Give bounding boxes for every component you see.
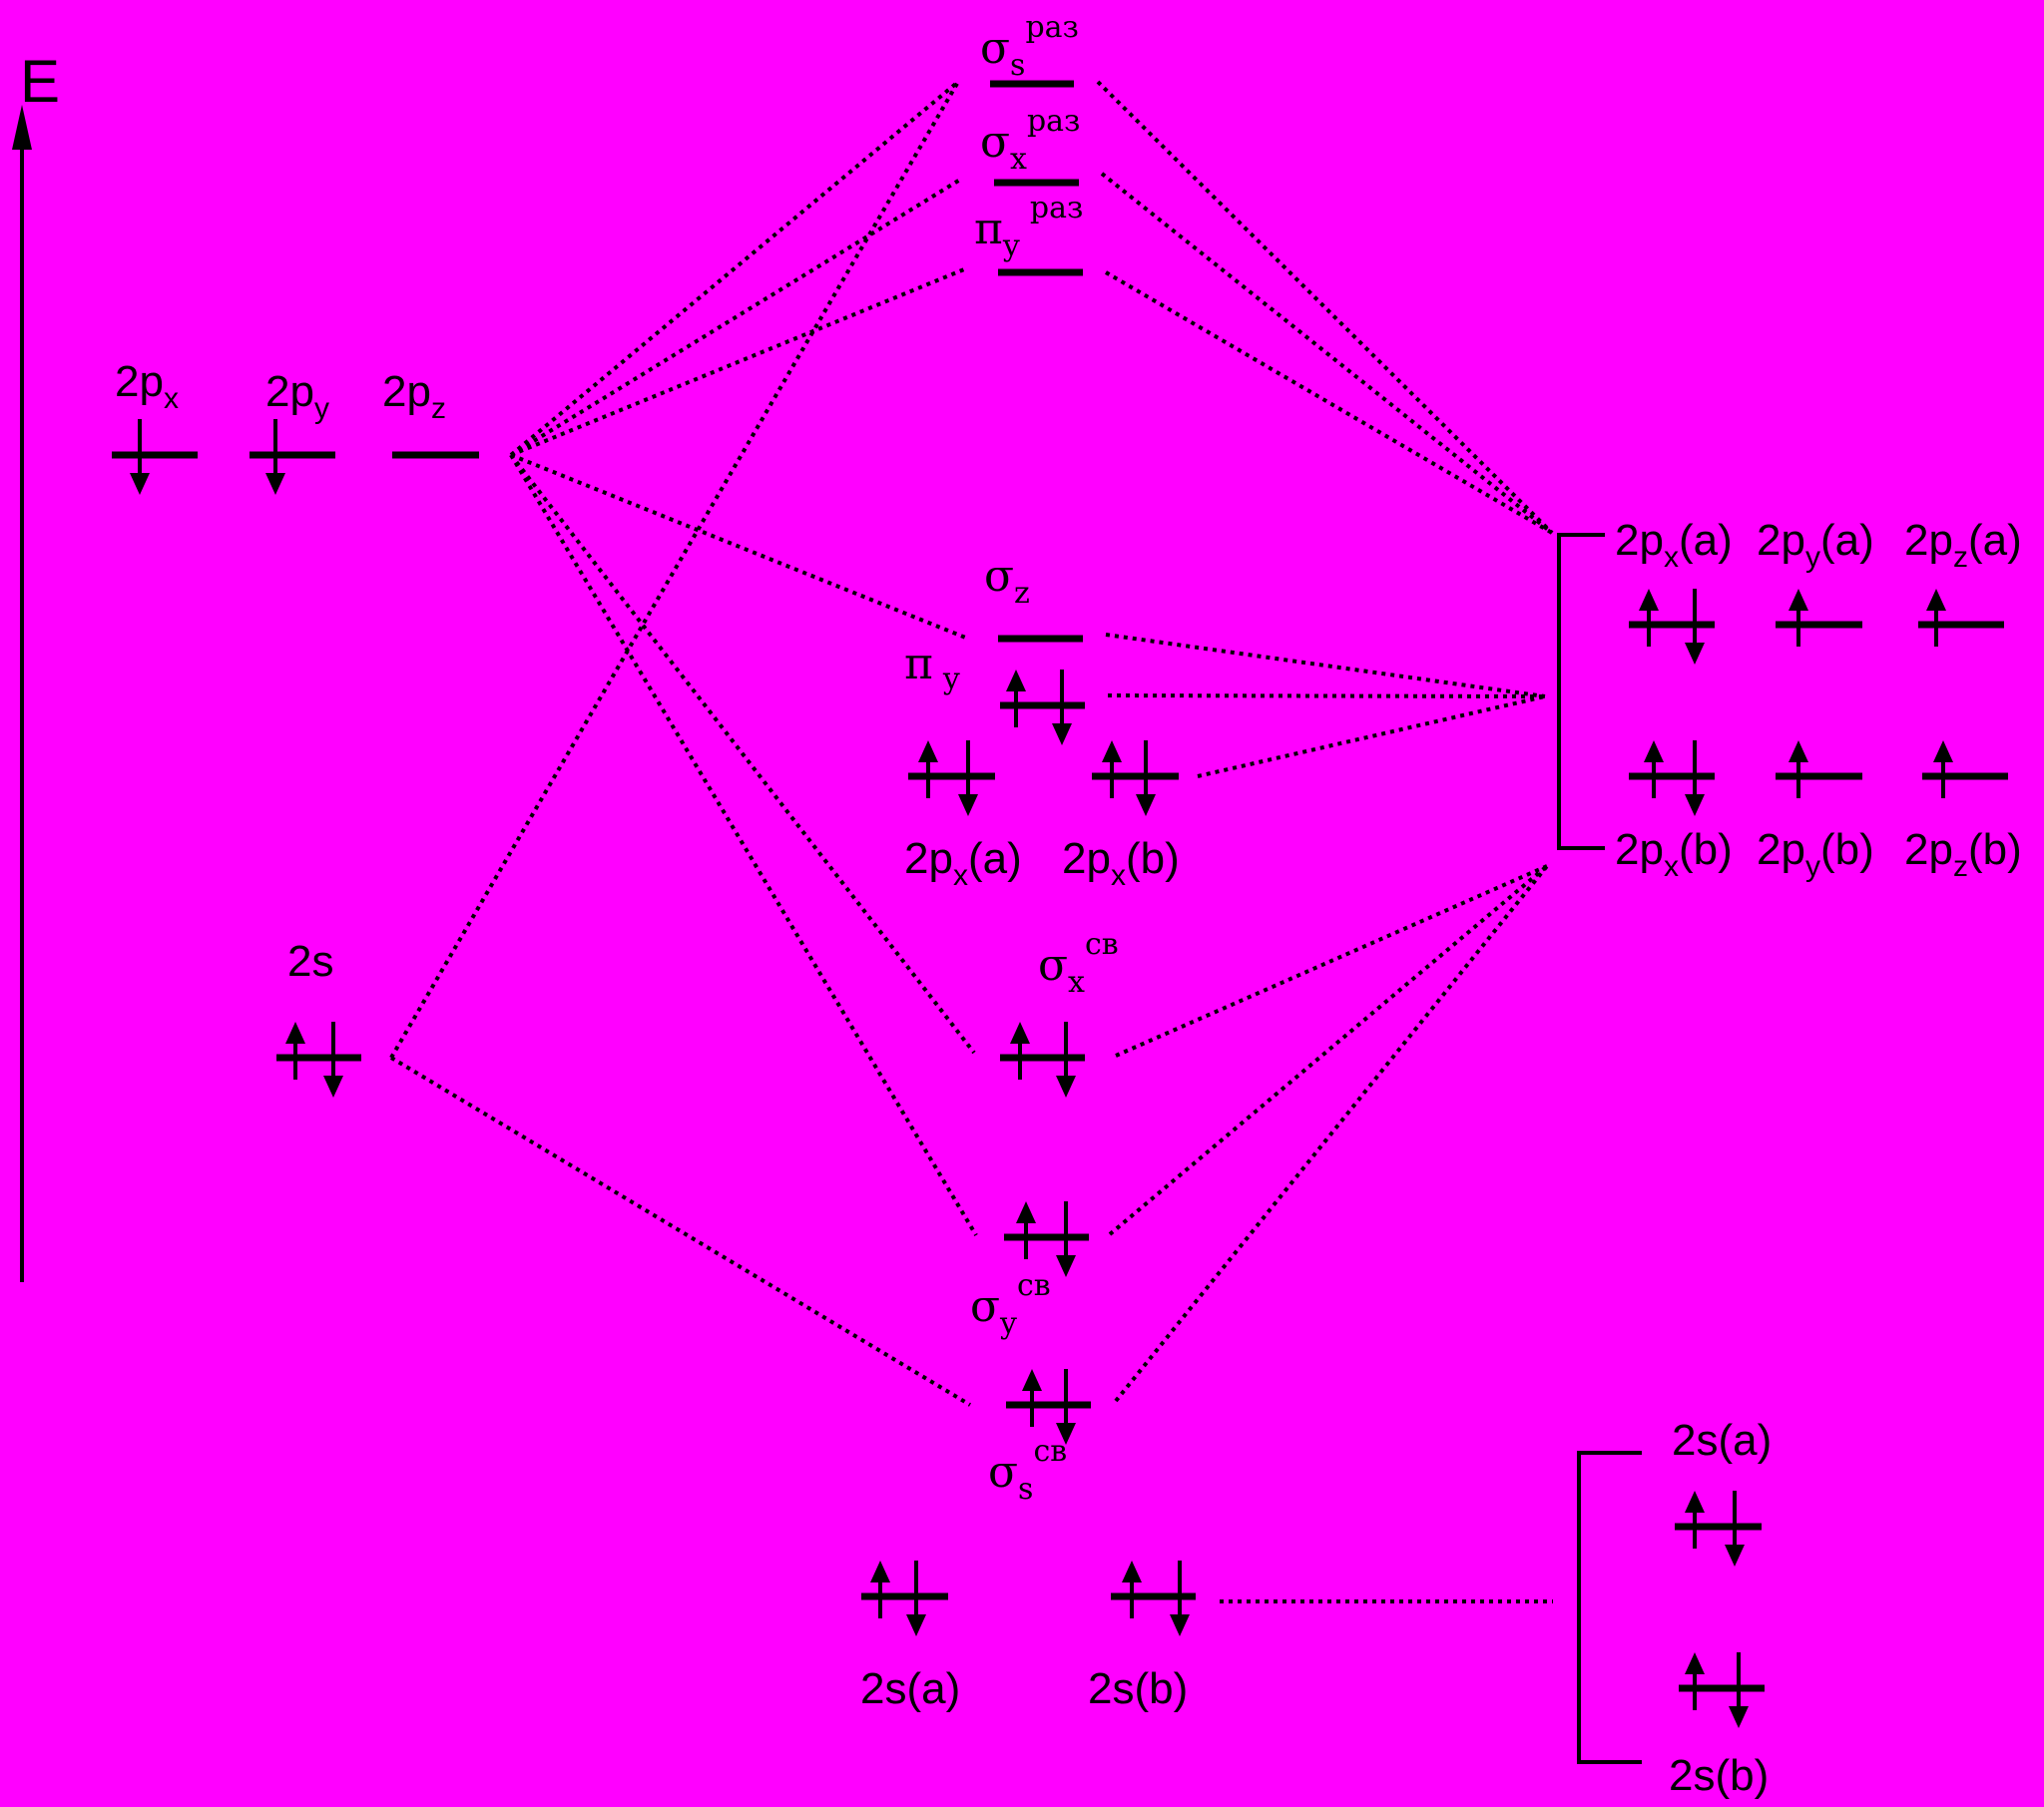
- electron-spins: [130, 419, 1953, 1728]
- right-top-labels: 2px(a) 2py(a) 2pz(a): [1615, 516, 2022, 574]
- spin-down-2px-b-mid: [1136, 740, 1156, 816]
- spin-up-sigma-s-bond: [1022, 1369, 1042, 1427]
- spin-down-2s-b-right: [1729, 1652, 1749, 1728]
- spin-up-2px-a-right: [1639, 589, 1659, 647]
- spin-down-2py-left: [265, 419, 285, 495]
- correlation-lines: [389, 80, 1554, 1603]
- spin-up-2s-left: [285, 1022, 305, 1080]
- spin-up-2pz-a-right: [1926, 589, 1946, 647]
- spin-down-2s-a-right: [1725, 1491, 1745, 1567]
- spin-up-2s-b-right: [1685, 1652, 1705, 1710]
- label-sigma-s-star: σsраз: [980, 10, 1079, 83]
- label-2s-a-mid: 2s(a): [860, 1664, 960, 1713]
- label-pi-y-star: πyраз: [974, 191, 1083, 263]
- label-2px-left: 2px: [115, 357, 179, 415]
- bracket-2s: [1577, 1451, 1642, 1764]
- label-sigma-x-star: σxраз: [980, 104, 1080, 177]
- spin-up-2pz-b-right: [1933, 740, 1953, 798]
- spin-up-sigma-y-bond: [1016, 1201, 1036, 1259]
- spin-down-2s-a-mid: [906, 1561, 926, 1636]
- spin-down-2s-left: [323, 1022, 343, 1098]
- spin-up-2s-a-right: [1685, 1491, 1705, 1549]
- label-2px-a-right: 2px(a): [1615, 516, 1733, 574]
- label-2py-a-right: 2py(a): [1757, 516, 1874, 574]
- antibonding-levels: σsраз σxраз πyраз: [974, 10, 1083, 276]
- energy-axis-label: E: [20, 48, 60, 115]
- spin-down-2px-left: [130, 419, 150, 495]
- label-sigma-z: σz: [984, 551, 1030, 611]
- spin-up-2s-a-mid: [870, 1561, 890, 1618]
- label-2px-b-right: 2px(b): [1615, 825, 1733, 883]
- spin-up-2py-a-right: [1788, 589, 1808, 647]
- spin-up-2py-b-right: [1788, 740, 1808, 798]
- spin-up-sigma-x-bond: [1010, 1022, 1030, 1080]
- label-2s-b-right: 2s(b): [1669, 1751, 1769, 1800]
- energy-axis: E: [12, 48, 60, 1282]
- bracket-2p: [1557, 533, 1605, 850]
- spin-up-sigma-z: [1006, 670, 1026, 727]
- spin-down-sigma-x-bond: [1056, 1022, 1076, 1098]
- right-bottom-labels: 2px(b) 2py(b) 2pz(b): [1615, 825, 2022, 883]
- spin-up-2px-b-right: [1644, 740, 1664, 798]
- atom-a-2s-level: 2s: [276, 937, 361, 1062]
- right-brackets: [1557, 533, 1642, 1764]
- spin-down-2s-b-mid: [1170, 1561, 1190, 1636]
- spin-down-2px-b-right: [1685, 740, 1705, 816]
- spin-up-2s-b-mid: [1122, 1561, 1142, 1618]
- label-sigma-x-bond: σxсв: [1038, 927, 1119, 1000]
- spin-down-2px-a-right: [1685, 589, 1705, 665]
- label-2s-left: 2s: [287, 937, 333, 986]
- label-sigma-y-bond: σyсв: [970, 1268, 1051, 1341]
- label-sigma-s-bond: σsсв: [988, 1434, 1067, 1507]
- label-2s-b-mid: 2s(b): [1088, 1664, 1188, 1713]
- spin-down-2px-a-mid: [958, 740, 978, 816]
- spin-down-pi-y: [1052, 670, 1072, 745]
- spin-up-2px-b-mid: [1102, 740, 1122, 798]
- label-2s-a-right: 2s(a): [1672, 1416, 1772, 1465]
- spin-up-2px-a-mid: [918, 740, 938, 798]
- label-2px-b-mid: 2px(b): [1062, 834, 1180, 892]
- label-2py-b-right: 2py(b): [1757, 825, 1874, 883]
- label-2px-a-mid: 2px(a): [904, 834, 1022, 892]
- right-levels: 2px(a) 2py(a) 2pz(a) 2px(b) 2py(b) 2pz(b…: [1615, 516, 2022, 1800]
- label-2pz-left: 2pz: [382, 367, 446, 425]
- spin-down-sigma-y-bond: [1056, 1201, 1076, 1277]
- label-2pz-b-right: 2pz(b): [1904, 825, 2022, 883]
- spin-down-sigma-s-bond: [1056, 1369, 1076, 1445]
- atom-a-2p-levels: 2px 2py 2pz: [112, 357, 479, 459]
- label-2py-left: 2py: [265, 367, 329, 425]
- label-2pz-a-right: 2pz(a): [1904, 516, 2022, 574]
